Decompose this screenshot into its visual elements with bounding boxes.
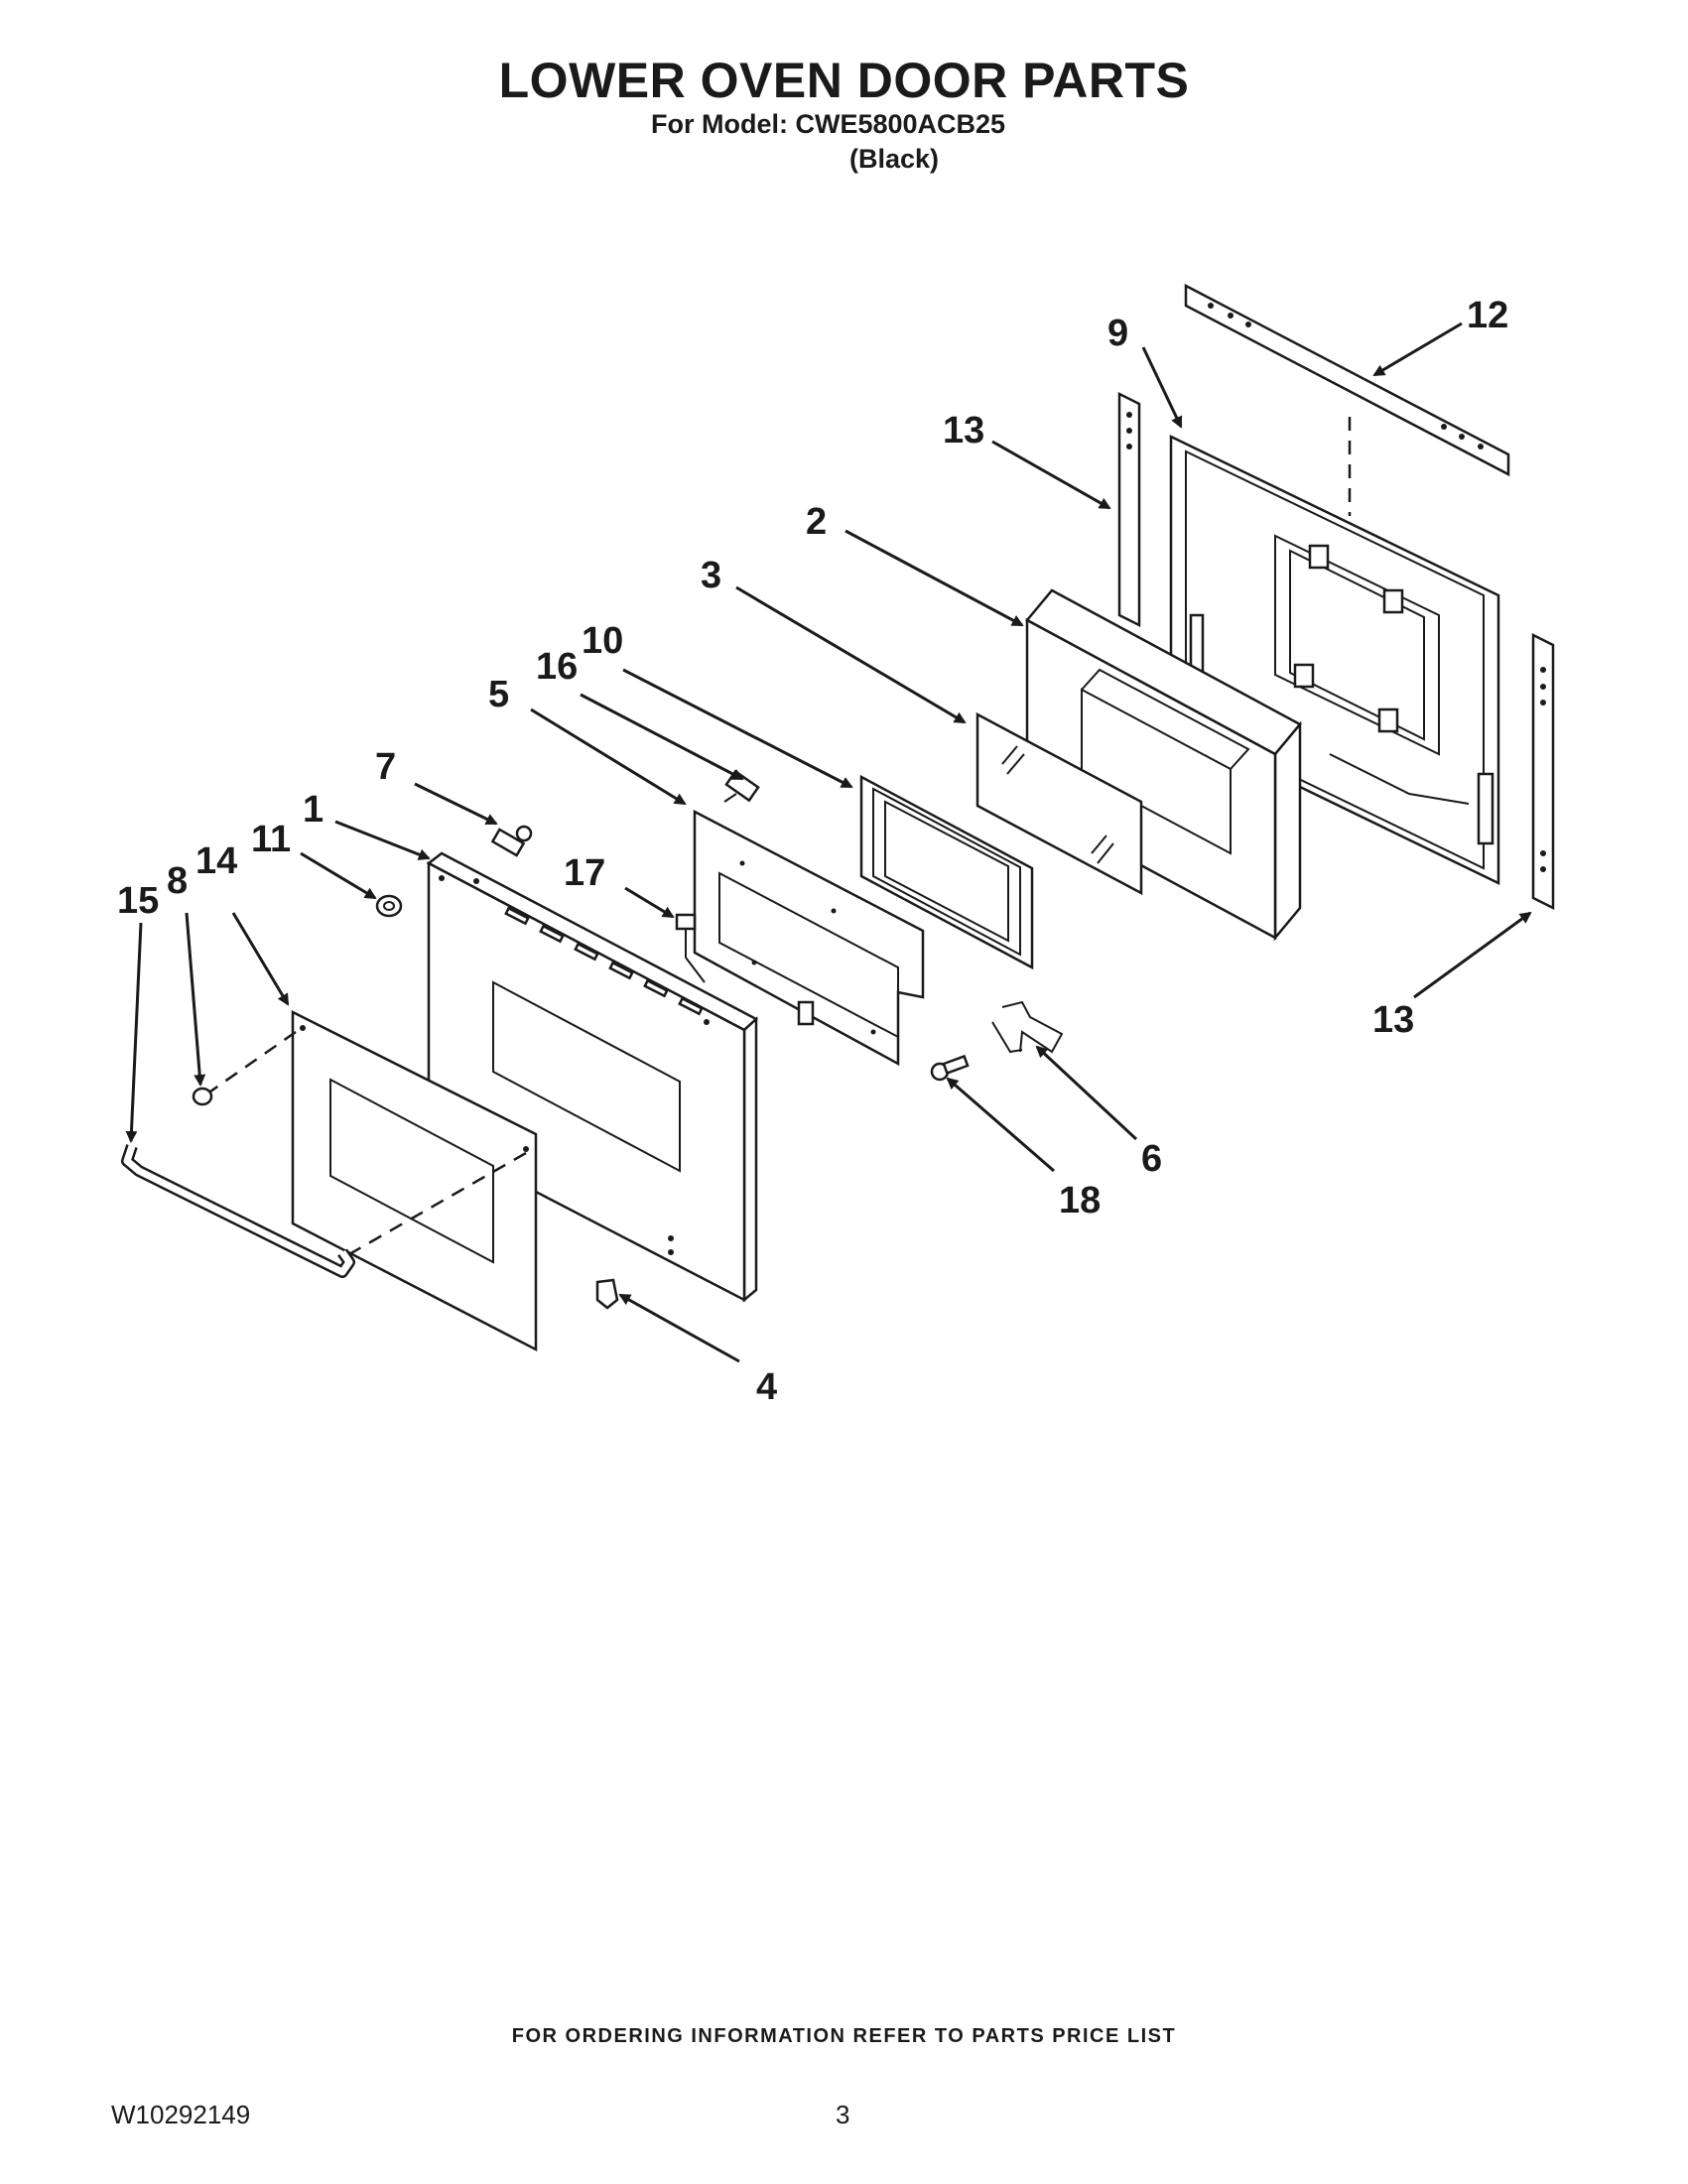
callout-13-bottom: 13: [1372, 999, 1414, 1041]
part-18-screw: [930, 1054, 970, 1082]
part-12-top-strip: [1184, 283, 1510, 477]
callout-2: 2: [806, 501, 827, 543]
part-2-door-frame: [1025, 588, 1302, 942]
part-14-dashed-guide: [341, 1151, 527, 1260]
color-line: (Black): [849, 144, 940, 174]
part-16-screw: [723, 769, 760, 803]
callout-10: 10: [582, 620, 623, 662]
part-5-door-liner: [693, 809, 925, 1067]
callout-1: 1: [303, 789, 324, 831]
part-6-hinge: [991, 1000, 1064, 1054]
page-title: LOWER OVEN DOOR PARTS: [498, 53, 1190, 108]
part-14-outer-glass: [291, 1009, 538, 1352]
callout-7: 7: [375, 746, 396, 788]
part-10-glass-frame: [859, 774, 1034, 970]
callout-18: 18: [1059, 1180, 1101, 1221]
callout-11: 11: [251, 819, 291, 860]
part-1-outer-door-panel: [426, 851, 759, 1303]
callout-9: 9: [1107, 313, 1128, 354]
callout-5: 5: [488, 674, 509, 715]
part-11-spacer: [375, 894, 403, 918]
callout-16: 16: [536, 646, 578, 688]
callout-6: 6: [1141, 1138, 1162, 1180]
page-number: 3: [836, 2100, 850, 2129]
part-9-inner-door-panel: [1169, 435, 1500, 885]
callout-12: 12: [1467, 295, 1508, 336]
callout-3: 3: [701, 555, 721, 596]
part-17-screw: [675, 913, 706, 983]
ordering-note: FOR ORDERING INFORMATION REFER TO PARTS …: [511, 2025, 1177, 2047]
callout-4: 4: [756, 1366, 777, 1408]
part-8-spacer: [192, 1087, 213, 1106]
part-7-screw: [490, 825, 533, 857]
part-3-glass-panel: [975, 711, 1143, 896]
document-number: W10292149: [111, 2100, 251, 2129]
callout-8: 8: [167, 860, 188, 902]
part-13-right-side-strip: [1531, 632, 1555, 911]
part-13-left-side-strip: [1117, 391, 1141, 628]
callout-13-top: 13: [943, 410, 984, 451]
callout-15: 15: [117, 880, 159, 922]
part-8-dashed-guide: [209, 1030, 297, 1093]
part-15-handle: [121, 1144, 355, 1278]
part-4-clip: [595, 1278, 619, 1310]
model-line: For Model: CWE5800ACB25: [651, 109, 1006, 139]
callout-14: 14: [195, 840, 237, 882]
callout-17: 17: [564, 852, 605, 894]
